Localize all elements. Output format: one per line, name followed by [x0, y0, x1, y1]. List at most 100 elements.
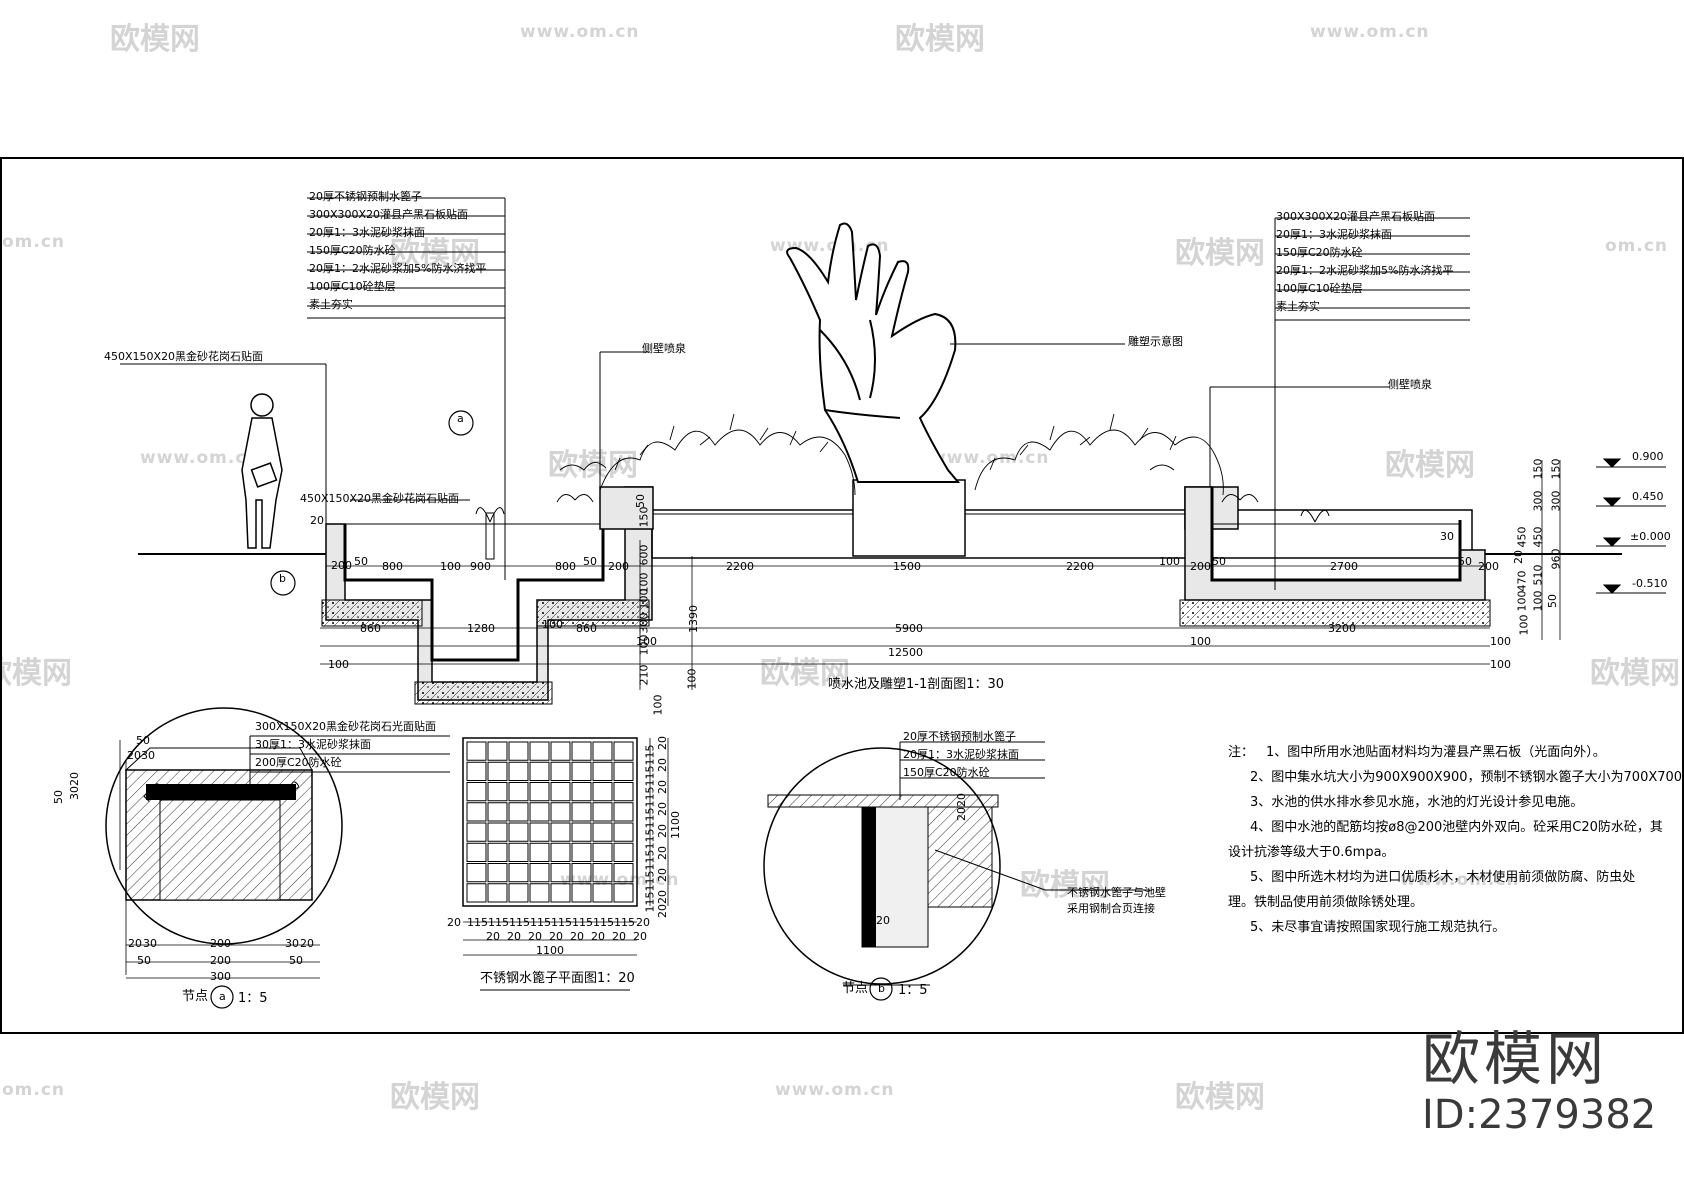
dimension: 115 [467, 916, 488, 929]
watermark-logo: 欧模网 [895, 22, 985, 57]
watermark-logo: 欧模网 [1175, 1080, 1265, 1115]
dimension-vertical: 20 [656, 890, 669, 904]
dimension: 100 [636, 635, 657, 648]
grate-cell [529, 863, 550, 883]
grate-cell [571, 842, 592, 862]
node-a-marker: a [457, 412, 464, 425]
sculpture-label: 雕塑示意图 [1128, 335, 1183, 348]
dimension: 50 [354, 555, 368, 568]
left-callout-line: 100厚C10砼垫层 [309, 280, 396, 293]
dimension: 20 [128, 937, 142, 950]
grate-cell [550, 842, 571, 862]
dimension: 800 [555, 560, 576, 573]
left-callout-line: 150厚C20防水砼 [309, 244, 396, 257]
dimension-vertical: 100 [1517, 614, 1531, 636]
left-callout-line: 20厚不锈钢预制水篦子 [309, 190, 422, 203]
watermark-url: om.cn [1605, 236, 1669, 256]
dimension: 20 [636, 916, 650, 929]
grate-cell [508, 761, 529, 781]
detail-b-connection-note: 采用钢制合页连接 [1067, 902, 1155, 915]
brand-logo-text: 欧模网 [1422, 1025, 1609, 1093]
left-callout-line: 20厚1：2水泥砂浆加5%防水济找平 [309, 262, 487, 275]
note-line: 1、图中所用水池贴面材料均为灌县产黑石板（光面向外）。 [1266, 745, 1606, 760]
grate-cell [592, 761, 613, 781]
dimension: 115 [572, 916, 593, 929]
dimension: 3200 [1328, 622, 1356, 635]
grate-cell [508, 842, 529, 862]
dimension-vertical: 300 [1549, 490, 1563, 512]
dimension-vertical: 510 [1531, 564, 1545, 586]
detail-a-callout: 200厚C20防水砼 [255, 756, 342, 769]
fountain-label: 侧壁喷泉 [1388, 378, 1432, 391]
dimension: 115 [530, 916, 551, 929]
watermark-logo: 欧模网 [1020, 868, 1110, 903]
detail-b-callout: 20厚不锈钢预制水篦子 [903, 730, 1016, 743]
detail-b-drawing [763, 741, 1150, 986]
grate-cell [571, 822, 592, 842]
dimension-vertical: 150 [637, 506, 651, 528]
dimension: 2200 [1066, 560, 1094, 573]
grate-cell [571, 741, 592, 761]
dimension-vertical: 450 [1515, 526, 1529, 548]
dimension-vertical: 50 [52, 790, 65, 804]
grate-cell [487, 842, 508, 862]
detail-a-title: 节点 [182, 989, 209, 1004]
grate-cell [571, 761, 592, 781]
watermark-logo: 欧模网 [1175, 236, 1265, 271]
dimension-vertical: 2020 [955, 793, 968, 821]
drawing-frame [0, 157, 1684, 1034]
elevation-label: 0.900 [1632, 450, 1664, 463]
right-callout-line: 100厚C10砼垫层 [1276, 282, 1363, 295]
leader-lines [120, 197, 1470, 590]
detail-b-marker: b [878, 982, 885, 995]
grate-cell [613, 883, 634, 903]
grate-cell [487, 782, 508, 802]
grate-cell [508, 863, 529, 883]
node-b-marker: b [279, 572, 286, 585]
dimension: 50 [1212, 555, 1226, 568]
dimension-vertical: 20 [656, 758, 669, 772]
grate-cell [613, 761, 634, 781]
dimension: 20 [447, 916, 461, 929]
dimension: 20 [127, 749, 141, 762]
grate-cell [550, 741, 571, 761]
grate-cell [550, 883, 571, 903]
grate-cell [592, 741, 613, 761]
grate-cell [466, 782, 487, 802]
grate-plan-title: 不锈钢水篦子平面图1：20 [480, 971, 635, 986]
detail-a-scale: 1：5 [238, 991, 268, 1006]
dimension: 20 [591, 930, 605, 943]
grate-cell [529, 741, 550, 761]
dimension-vertical: 960 [1549, 548, 1563, 570]
watermark-url: www.om.cn [1400, 870, 1520, 890]
watermark-url: www.om.cn [1310, 22, 1430, 42]
grate-cell [466, 822, 487, 842]
grate-cell [592, 802, 613, 822]
dimension: 12500 [888, 646, 923, 659]
grate-cell [487, 802, 508, 822]
dimension-vertical: 1390 [687, 605, 700, 633]
dimension: 20 [310, 514, 324, 527]
dimension-vertical: 20 [656, 736, 669, 750]
detail-b-title: 节点 [842, 981, 869, 996]
dimension-vertical: 100 [637, 634, 651, 656]
dimension: 200 [1478, 560, 1499, 573]
dimension-vertical: 20 [656, 904, 669, 918]
dimension-vertical: 1100 [669, 811, 682, 839]
grate-cell [550, 802, 571, 822]
left-callout-line: 素土夯实 [309, 298, 353, 311]
grate-cell [613, 741, 634, 761]
watermark-url: www.om.cn [775, 1080, 895, 1100]
right-callout-line: 300X300X20灌县产黑石板贴面 [1276, 210, 1436, 223]
dimension: 1100 [536, 944, 564, 957]
detail-a-drawing [105, 707, 450, 979]
grate-cell [508, 883, 529, 903]
dimension-vertical: 50 [634, 494, 647, 508]
dimension: 200 [608, 560, 629, 573]
dimension: 800 [382, 560, 403, 573]
grate-cell [487, 822, 508, 842]
dimension-vertical: 470 [1515, 570, 1529, 592]
watermark-logo: 欧模网 [548, 448, 638, 483]
grate-cell [487, 761, 508, 781]
